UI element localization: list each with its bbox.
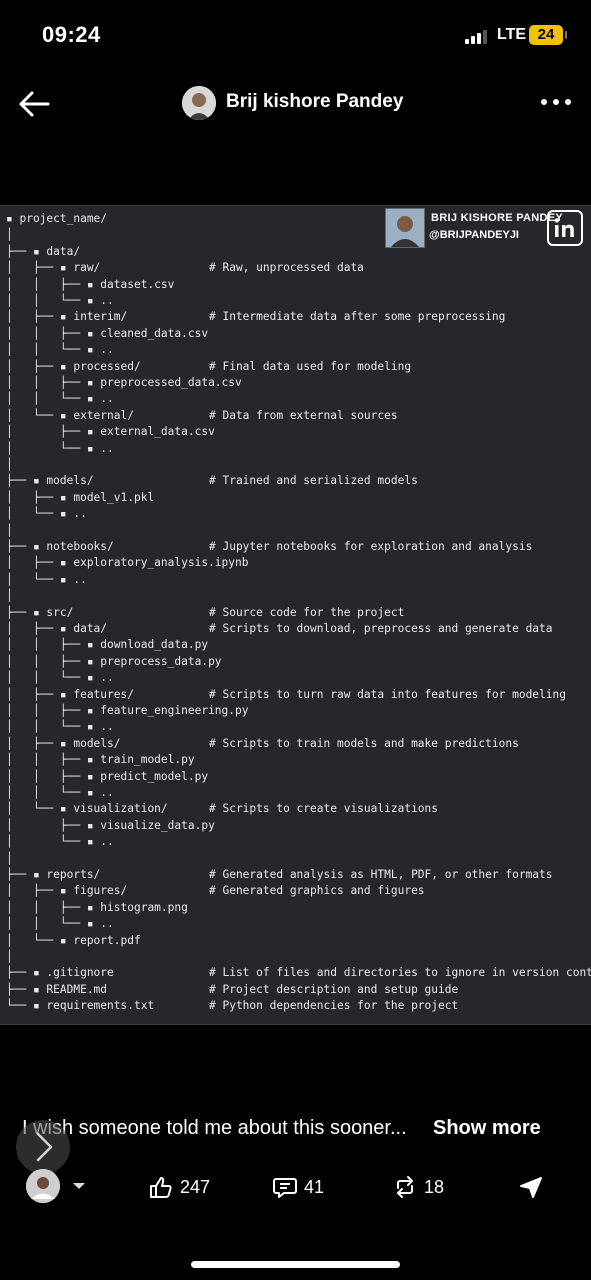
post-caption: I wish someone told me about this sooner… bbox=[22, 1117, 407, 1139]
tree-entry: └── ▪ requirements.txt bbox=[6, 999, 155, 1013]
tree-entry: │ │ ├── ▪ dataset.csv bbox=[6, 277, 175, 291]
like-button[interactable]: 247 bbox=[148, 1173, 210, 1201]
tree-entry: │ │ ├── ▪ feature_engineering.py bbox=[6, 704, 249, 717]
tree-entry: │ └── ▪ .. bbox=[6, 441, 114, 455]
comment-icon bbox=[273, 1178, 297, 1198]
brand-watermark: BRIJ KISHORE PANDEY @BRIJPANDEYJI bbox=[385, 208, 585, 248]
tree-entry: │ │ ├── ▪ download_data.py bbox=[6, 638, 209, 652]
tree-entry: │ │ └── ▪ .. bbox=[6, 786, 114, 799]
tree-entry: ├── ▪ src/ bbox=[6, 605, 74, 619]
back-arrow-icon[interactable] bbox=[16, 86, 52, 122]
tree-comment: # Raw, unprocessed data bbox=[209, 261, 364, 275]
tree-comment: # Data from external sources bbox=[209, 408, 398, 422]
brand-handle: @BRIJPANDEYJI bbox=[429, 229, 519, 241]
tree-entry: │ └── ▪ report.pdf bbox=[6, 933, 141, 947]
tree-comment: # Project description and setup guide bbox=[209, 982, 459, 996]
tree-comment: # Source code for the project bbox=[209, 605, 405, 619]
comment-count: 41 bbox=[304, 1176, 325, 1197]
tree-entry: │ │ └── ▪ .. bbox=[6, 917, 114, 931]
like-count: 247 bbox=[180, 1176, 211, 1197]
tree-comment: # Generated analysis as HTML, PDF, or ot… bbox=[209, 868, 553, 881]
tree-entry: │ │ ├── ▪ train_model.py bbox=[6, 753, 195, 767]
linkedin-icon bbox=[547, 210, 583, 246]
tree-entry: │ │ └── ▪ .. bbox=[6, 343, 114, 357]
tree-comment: # Jupyter notebooks for exploration and … bbox=[209, 540, 533, 553]
tree-comment: # Scripts to train models and make predi… bbox=[209, 736, 519, 750]
tree-entry: │ │ ├── ▪ histogram.png bbox=[6, 900, 188, 914]
tree-entry: │ └── ▪ .. bbox=[6, 507, 87, 521]
comment-button[interactable]: 41 bbox=[272, 1173, 324, 1201]
tree-entry: │ ├── ▪ external_data.csv bbox=[6, 425, 215, 439]
tree-entry: ├── ▪ README.md bbox=[6, 982, 108, 996]
tree-entry: │ │ ├── ▪ preprocess_data.py bbox=[6, 654, 222, 668]
tree-entry: │ bbox=[6, 523, 13, 537]
tree-comment: # Scripts to create visualizations bbox=[209, 802, 439, 816]
tree-comment: # Scripts to download, preprocess and ge… bbox=[209, 622, 553, 635]
tree-comment: # Python dependencies for the project bbox=[209, 999, 459, 1013]
signal-icon bbox=[465, 28, 487, 44]
author-avatar[interactable] bbox=[182, 86, 216, 120]
tree-comment: # List of files and directories to ignor… bbox=[209, 966, 591, 980]
tree-comment: # Intermediate data after some preproces… bbox=[209, 310, 506, 324]
user-avatar[interactable] bbox=[26, 1169, 60, 1203]
author-name[interactable]: Brij kishore Pandey bbox=[226, 91, 404, 112]
post-header: Brij kishore Pandey bbox=[0, 70, 591, 140]
tree-entry: ├── ▪ data/ bbox=[6, 244, 81, 258]
tree-entry: │ ├── ▪ models/ bbox=[6, 736, 121, 750]
tree-entry: │ ├── ▪ features/ bbox=[6, 687, 134, 701]
caret-down-icon[interactable] bbox=[72, 1181, 86, 1191]
tree-entry: ├── ▪ .gitignore bbox=[6, 966, 114, 980]
tree-entry: │ │ ├── ▪ preprocessed_data.csv bbox=[6, 376, 242, 389]
post-image[interactable]: ▪ project_name/ │ ├── ▪ data/ │ ├── ▪ raw/ #… bbox=[0, 205, 591, 1025]
tree-entry: │ ├── ▪ visualize_data.py bbox=[6, 818, 215, 832]
tree-entry: │ ├── ▪ exploratory_analysis.ipynb bbox=[6, 556, 249, 570]
tree-entry: │ ├── ▪ interim/ bbox=[6, 310, 128, 324]
tree-entry: ├── ▪ models/ bbox=[6, 474, 94, 488]
tree-entry: │ │ ├── ▪ cleaned_data.csv bbox=[6, 326, 209, 340]
tree-entry: │ └── ▪ .. bbox=[6, 572, 87, 586]
tree-entry: │ └── ▪ external/ bbox=[6, 408, 134, 422]
tree-entry: ▪ project_name/ bbox=[6, 212, 108, 225]
tree-entry: │ └── ▪ .. bbox=[6, 835, 114, 849]
tree-entry: │ ├── ▪ data/ bbox=[6, 622, 108, 635]
tree-entry: │ bbox=[6, 458, 13, 471]
tree-entry: │ ├── ▪ figures/ bbox=[6, 884, 128, 898]
tree-entry: │ ├── ▪ model_v1.pkl bbox=[6, 490, 155, 504]
send-icon bbox=[520, 1177, 542, 1198]
repost-count: 18 bbox=[424, 1176, 445, 1197]
next-icon[interactable] bbox=[16, 1120, 70, 1174]
tree-entry: │ │ └── ▪ .. bbox=[6, 392, 114, 406]
tree-entry: │ │ └── ▪ .. bbox=[6, 671, 114, 685]
tree-entry: ├── ▪ notebooks/ bbox=[6, 540, 114, 553]
tree-comment: # Trained and serialized models bbox=[209, 474, 418, 488]
tree-comment: # Scripts to turn raw data into features… bbox=[209, 687, 566, 701]
tree-comment: # Generated graphics and figures bbox=[209, 884, 425, 898]
battery-icon: 24 bbox=[529, 25, 567, 45]
tree-entry: │ bbox=[6, 950, 13, 963]
repost-button[interactable]: 18 bbox=[392, 1173, 444, 1201]
tree-entry: │ │ └── ▪ .. bbox=[6, 294, 114, 307]
tree-entry: │ │ └── ▪ .. bbox=[6, 720, 114, 734]
action-bar: 247 41 18 bbox=[0, 1165, 591, 1209]
tree-entry: │ └── ▪ visualization/ bbox=[6, 802, 168, 816]
status-bar: 09:24 LTE 24 bbox=[0, 0, 591, 70]
network-type: LTE bbox=[497, 26, 527, 43]
tree-entry: │ bbox=[6, 228, 13, 242]
tree-entry: │ ├── ▪ processed/ bbox=[6, 359, 141, 373]
tree-entry: │ bbox=[6, 851, 13, 865]
tree-entry: │ ├── ▪ raw/ bbox=[6, 261, 101, 275]
tree-comment: # Final data used for modeling bbox=[209, 359, 412, 373]
home-indicator bbox=[191, 1261, 400, 1268]
brand-name: BRIJ KISHORE PANDEY bbox=[431, 212, 564, 224]
tree-entry: │ bbox=[6, 589, 13, 603]
status-time: 09:24 bbox=[42, 22, 101, 47]
repost-icon bbox=[397, 1176, 413, 1198]
thumbs-up-icon bbox=[150, 1177, 172, 1198]
send-button[interactable] bbox=[518, 1173, 544, 1201]
show-more-link[interactable]: Show more bbox=[433, 1117, 541, 1139]
tree-entry: ├── ▪ reports/ bbox=[6, 868, 101, 881]
brand-photo bbox=[385, 208, 425, 248]
more-options-icon[interactable] bbox=[538, 92, 574, 112]
tree-entry: │ │ ├── ▪ predict_model.py bbox=[6, 769, 209, 783]
